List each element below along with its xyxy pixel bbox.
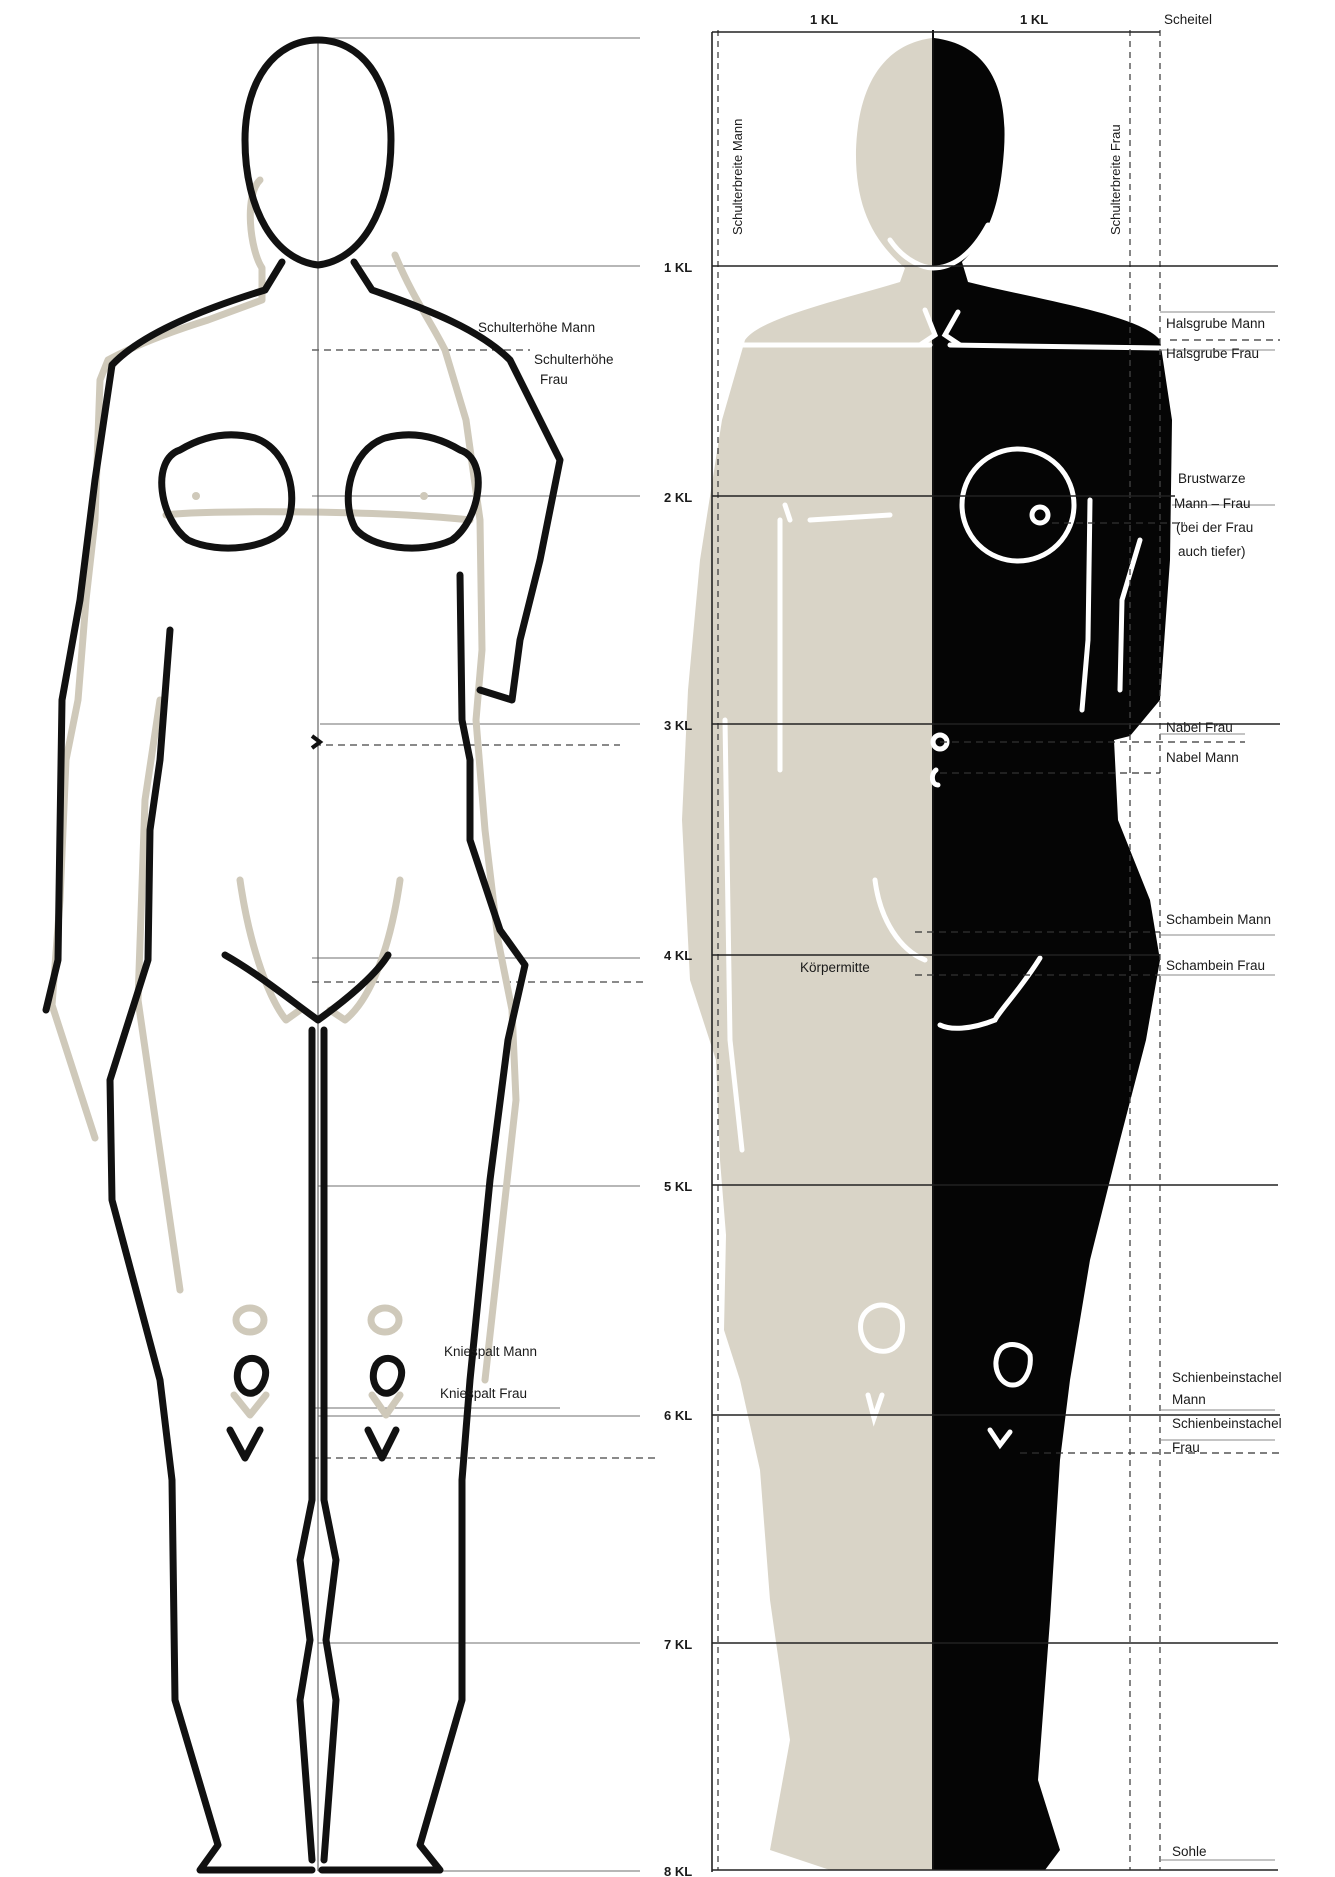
kl-mark: 6 KL — [664, 1408, 692, 1423]
label-knee-man: Kniespalt Mann — [444, 1344, 537, 1359]
label-tibia-woman: Frau — [1172, 1440, 1200, 1455]
label-navel-man: Nabel Mann — [1166, 750, 1239, 765]
label-jugular-woman: Halsgrube Frau — [1166, 346, 1259, 361]
label-pubis-woman: Schambein Frau — [1166, 958, 1265, 973]
label-shoulder-width-man: Schulterbreite Mann — [730, 119, 745, 235]
label-tibia-man: Schienbeinstachel — [1172, 1370, 1282, 1385]
top-unit-right: 1 KL — [1020, 12, 1048, 27]
label-shoulder-woman: Frau — [540, 372, 568, 387]
kl-mark: 3 KL — [664, 718, 692, 733]
label-nipple: (bei der Frau — [1176, 520, 1253, 535]
nipple-mark — [420, 492, 428, 500]
kl-mark: 5 KL — [664, 1179, 692, 1194]
label-tibia-man: Mann — [1172, 1392, 1206, 1407]
label-crown: Scheitel — [1164, 12, 1212, 27]
top-unit-left: 1 KL — [810, 12, 838, 27]
label-shoulder-woman: Schulterhöhe — [534, 352, 614, 367]
label-knee-woman: Kniespalt Frau — [440, 1386, 527, 1401]
label-nipple: auch tiefer) — [1178, 544, 1246, 559]
kl-mark: 1 KL — [664, 260, 692, 275]
kl-mark: 7 KL — [664, 1637, 692, 1652]
nipple-mark — [192, 492, 200, 500]
label-body-center: Körpermitte — [800, 960, 870, 975]
kl-mark: 2 KL — [664, 490, 692, 505]
kl-mark: 8 KL — [664, 1864, 692, 1877]
kl-mark: 4 KL — [664, 948, 692, 963]
label-sole: Sohle — [1172, 1844, 1207, 1859]
label-pubis-man: Schambein Mann — [1166, 912, 1271, 927]
label-shoulder-man: Schulterhöhe Mann — [478, 320, 595, 335]
label-nipple: Mann – Frau — [1174, 496, 1251, 511]
label-tibia-woman: Schienbeinstachel — [1172, 1416, 1282, 1431]
label-navel-woman: Nabel Frau — [1166, 720, 1233, 735]
label-shoulder-width-woman: Schulterbreite Frau — [1108, 124, 1123, 235]
label-nipple: Brustwarze — [1178, 471, 1246, 486]
label-jugular-man: Halsgrube Mann — [1166, 316, 1265, 331]
